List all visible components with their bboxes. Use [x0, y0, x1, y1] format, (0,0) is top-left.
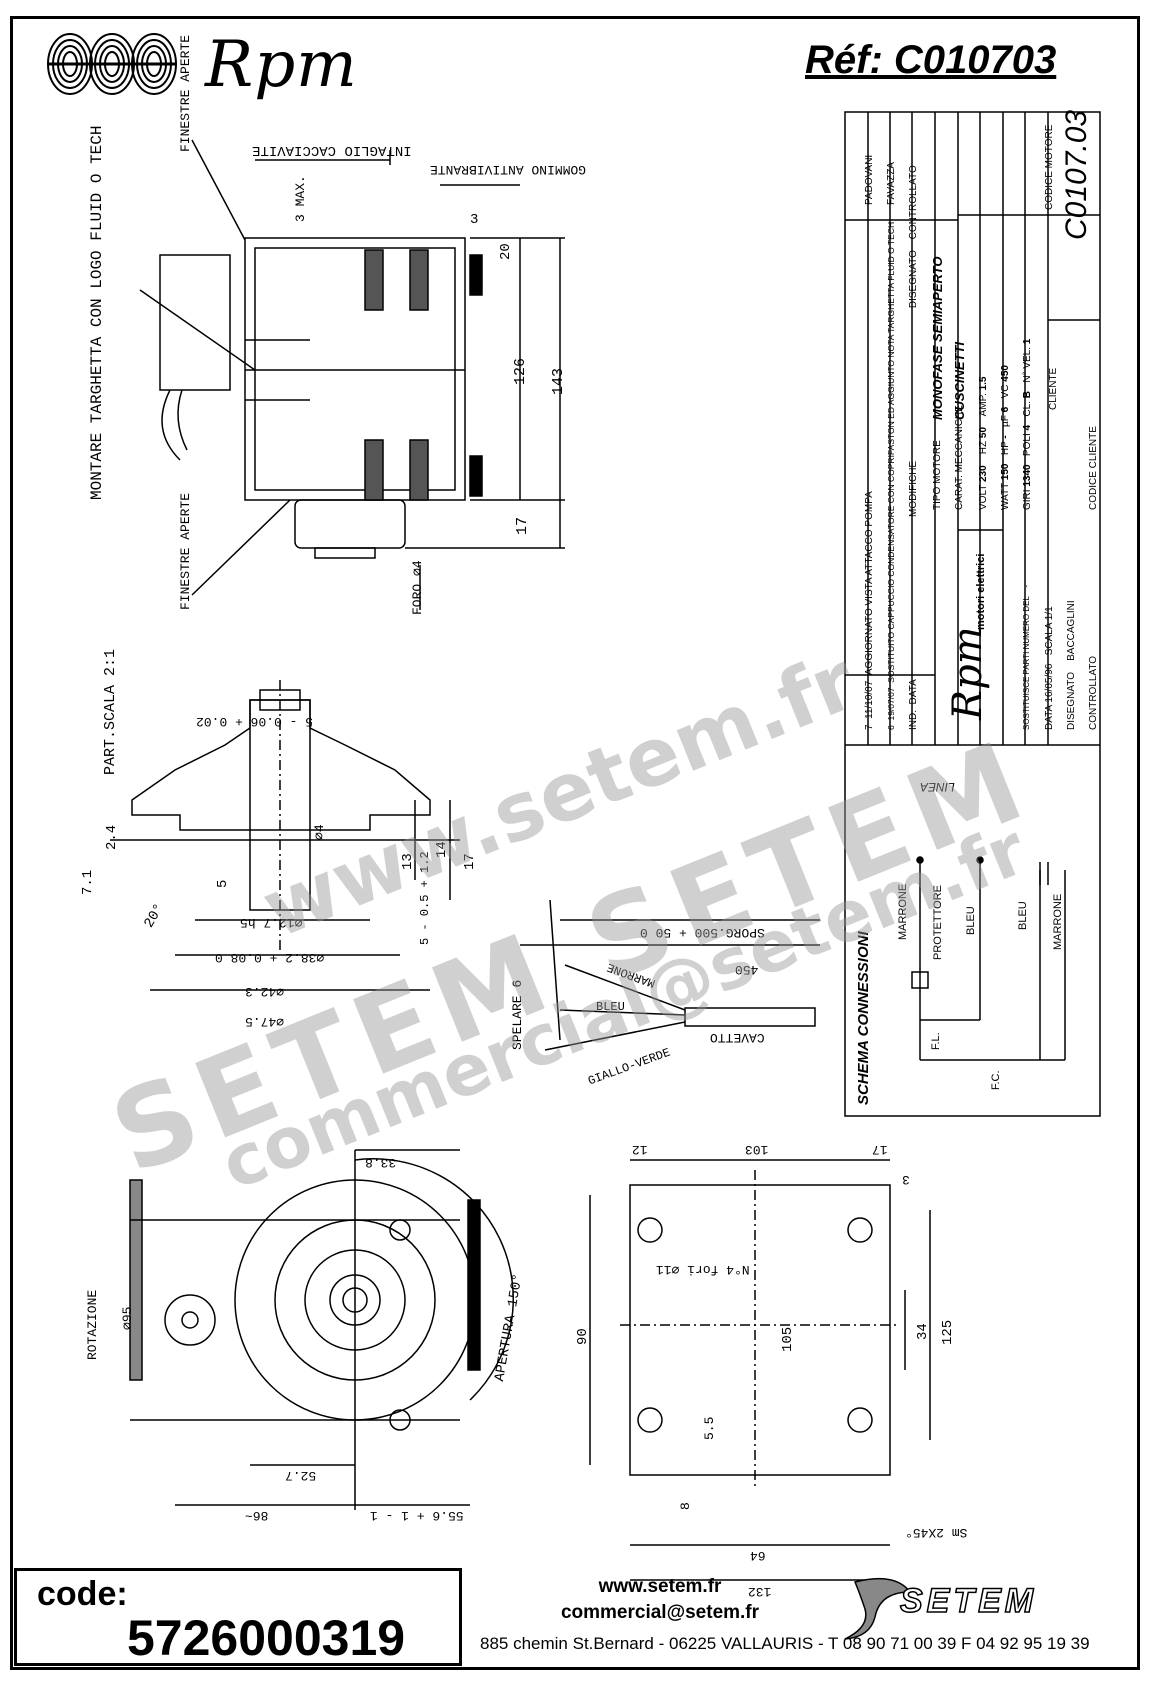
carat: CUSCINETTI — [952, 342, 967, 420]
setem-logo-text: SETEM — [899, 1581, 1038, 1621]
intaglio-label: INTAGLIO CACCIAVITE — [252, 142, 412, 158]
rotazione-label: ROTAZIONE — [85, 1289, 100, 1360]
specs-row3: GIRI 1340 POLI 4 CL. B N° VEL. 1 — [1022, 338, 1033, 510]
dim-52-7: 52.7 — [285, 1468, 317, 1483]
dim-103: 103 — [745, 1142, 769, 1157]
specs-row1: VOLT 230 HZ 50 AMP. 1.5 — [978, 376, 989, 510]
revision-7: 7 11/10/07 AGGIORNATO VISTA ATTACCO POMP… — [864, 491, 875, 730]
disegnato-row: DISEGNATO BACCAGLINI — [1066, 600, 1077, 730]
revision-6: 6 19/07/07 SOSTITUITO CAPPUCCIO CONDENSA… — [886, 221, 896, 730]
mounting-plate-view — [589, 1159, 931, 1581]
dim-64: 64 — [750, 1548, 766, 1563]
contact-block: www.setem.fr commercial@setem.fr — [500, 1574, 820, 1626]
schema-bleu2: BLEU — [1017, 901, 1029, 930]
fori-label: N°4 fori ⌀11 — [656, 1262, 750, 1277]
shaft-detail — [110, 680, 460, 991]
dim-17: 17 — [514, 516, 531, 535]
dim-34: 34 — [915, 1323, 931, 1340]
rev7-by: PADOVANI — [864, 154, 875, 205]
title-brand: Rpm — [945, 626, 991, 720]
code-box: code: 5726000319 — [14, 1568, 462, 1666]
dim-33-8: 33.8 — [365, 1155, 397, 1170]
finestre-aperte-top: FINESTRE APERTE — [178, 34, 193, 152]
drawing-frame — [10, 16, 1140, 1670]
max3-label: 3 MAX. — [293, 175, 308, 222]
dim-5: 5 — [215, 879, 231, 888]
title-block-frame — [844, 111, 1101, 1117]
bleu-wire: BLEU — [596, 1000, 625, 1014]
dim-3: 3 — [470, 212, 479, 228]
specs-row2: WATT 150 HP - µF 6 VC 450 — [1000, 365, 1011, 510]
schema-title: SCHEMA CONNESSIONI — [855, 931, 872, 1105]
cliente-label: CLIENTE — [1048, 367, 1059, 410]
title-block: 7 11/10/07 AGGIORNATO VISTA ATTACCO POMP… — [860, 110, 1110, 740]
gommino-label: GOMMINO ANTIVIBRANTE — [430, 162, 587, 177]
tipo-motore-label: TIPO MOTORE — [932, 440, 943, 510]
sostituisce: SOSTITUISCE PARTI NUMERO DEL - — [1022, 584, 1031, 730]
schema-fl: F.L. — [930, 1032, 942, 1050]
finestre-aperte-bottom: FINESTRE APERTE — [178, 492, 193, 610]
dim-55-6: 55.6 + 1 - 1 — [370, 1508, 464, 1523]
foro4-label: FORO ⌀4 — [410, 560, 425, 615]
website-link[interactable]: www.setem.fr — [598, 1576, 722, 1597]
wiring-schema — [911, 856, 1066, 1061]
schema-fc: F.C. — [990, 1070, 1002, 1090]
title-brand-sub: motori elettrici — [975, 553, 987, 630]
tipo-motore: MONOFASE SEMIAPERTO — [930, 256, 945, 421]
dim-86: 86~ — [245, 1508, 269, 1523]
dim-phi4: ⌀4 — [312, 824, 327, 840]
sm-label: Sm 2X45° — [905, 1525, 968, 1540]
cavetto-label: CAVETTO — [710, 1030, 765, 1045]
cable-detail — [520, 899, 820, 1051]
dim-3b: 3 — [902, 1172, 910, 1187]
dim-17c: 17 — [872, 1142, 888, 1157]
dim-12: 12 — [632, 1142, 648, 1157]
dim-7-1: 7.1 — [80, 869, 96, 895]
shaft-tol: 5 - 0.06 + 0.02 — [196, 714, 314, 729]
part-scala-label: PART.SCALA 2:1 — [102, 648, 119, 775]
schema-marrone2: MARRONE — [1052, 893, 1064, 950]
motor-side-view — [139, 139, 565, 610]
targhetta-label: MONTARE TARGHETTA CON LOGO FLUID O TECH — [88, 125, 106, 500]
brand-logo-text: Rpm — [205, 28, 358, 102]
codice-motore-label: CODICE MOTORE — [1044, 124, 1055, 210]
dim-8: 8 — [678, 1502, 693, 1510]
code-label: code: — [37, 1575, 128, 1613]
dim-90: 90 — [575, 1328, 591, 1345]
dim-105: 105 — [780, 1326, 796, 1352]
codice-cliente-label: CODICE CLIENTE — [1088, 426, 1099, 510]
carat-label: CARAT. MECCANICHE — [954, 405, 965, 510]
dim-20: 20 — [498, 243, 514, 260]
rev-header: IND. DATA MODIFICHE DISEGNATO CONTROLLAT… — [908, 165, 919, 730]
address: 885 chemin St.Bernard - 06225 VALLAURIS … — [480, 1634, 1090, 1653]
rev6-by: FAVAZZA — [886, 162, 897, 205]
dim-42-3: ⌀42.3 — [245, 984, 285, 999]
codice-motore: C0107.03 — [1060, 109, 1093, 240]
dim-125: 125 — [940, 1319, 956, 1345]
phi95: ⌀95 — [120, 1306, 135, 1330]
motor-front-view — [129, 1149, 514, 1510]
reference-number: Réf: C010703 — [805, 38, 1057, 82]
dim-2-4: 2.4 — [104, 824, 120, 850]
email-link[interactable]: commercial@setem.fr — [560, 1602, 760, 1623]
dim-38-2: ⌀38.2 + 0.08 0 — [215, 950, 325, 965]
controllato-row: CONTROLLATO — [1088, 655, 1099, 730]
data-row: DATA 16/05/96 SCALA 1/1 — [1044, 606, 1055, 730]
code-value: 5726000319 — [127, 1610, 406, 1666]
dim-5-5: 5.5 — [702, 1416, 717, 1440]
dim-126: 126 — [512, 357, 529, 385]
dim-143: 143 — [550, 367, 567, 395]
